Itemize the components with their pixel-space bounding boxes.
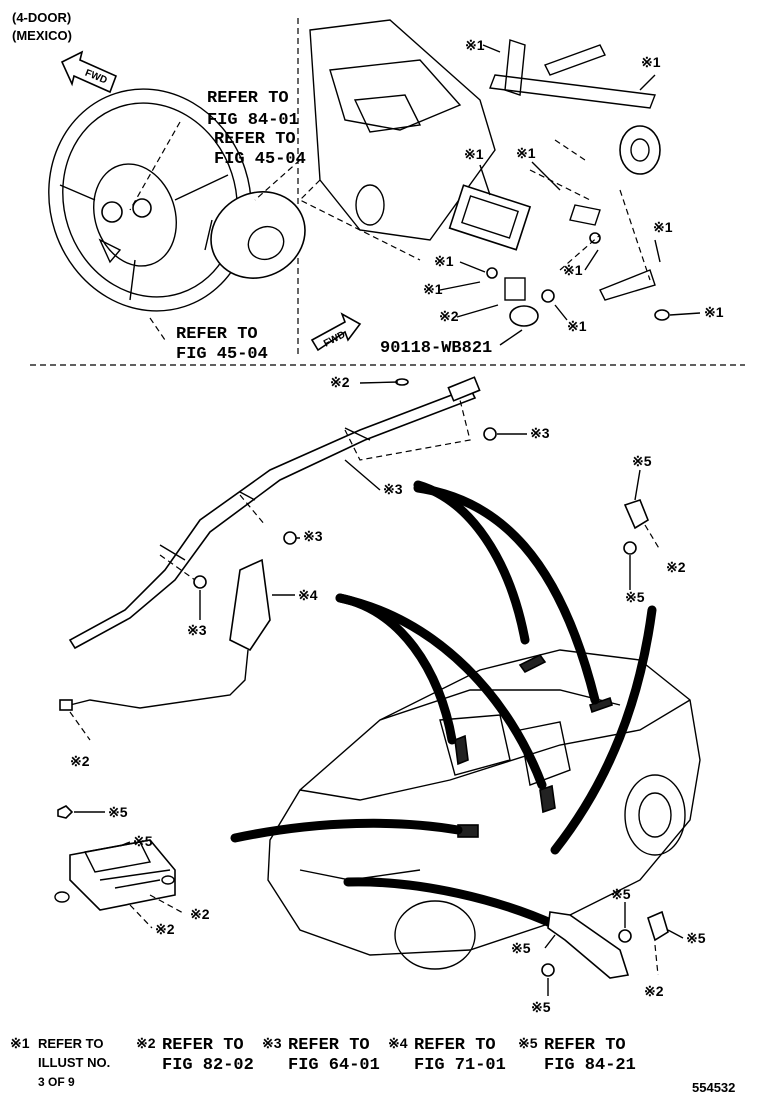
legend-mark-2: ※2 xyxy=(136,1035,156,1051)
legend-mark-1: ※1 xyxy=(10,1035,30,1051)
mark-2: ※2 xyxy=(439,308,459,324)
refer-label-45-04b-line2: FIG 45-04 xyxy=(176,345,268,364)
driver-airbag-module xyxy=(204,191,306,279)
legend-3-line1: REFER TO xyxy=(288,1036,370,1055)
nut-icon xyxy=(589,232,601,244)
mark-1: ※1 xyxy=(563,262,583,278)
legend-2-line2: FIG 82-02 xyxy=(162,1056,254,1075)
fwd-arrow-icon: FWD xyxy=(60,50,118,94)
mark-1: ※1 xyxy=(567,318,587,334)
floor-sensor-bracket xyxy=(541,911,630,979)
mark-1: ※1 xyxy=(704,304,724,320)
part-number-label: 90118-WB821 xyxy=(380,339,492,358)
legend-4-line1: REFER TO xyxy=(414,1036,496,1055)
front-seat-side-airbag xyxy=(59,558,271,711)
mark-1: ※1 xyxy=(653,219,673,235)
reinforcement-beam xyxy=(489,39,661,301)
mark-1: ※1 xyxy=(465,37,485,53)
bolt-icon xyxy=(193,575,207,589)
legend-5-line1: REFER TO xyxy=(544,1036,626,1055)
mark-2: ※2 xyxy=(70,753,90,769)
mark-3: ※3 xyxy=(187,622,207,638)
figure-id: 554532 xyxy=(692,1080,735,1095)
legend-1-line1: REFER TO xyxy=(38,1036,104,1051)
mark-5: ※5 xyxy=(511,940,531,956)
bolt-icon xyxy=(283,531,297,545)
mark-3: ※3 xyxy=(383,481,403,497)
mark-5: ※5 xyxy=(611,886,631,902)
refer-label-84-01-line2: FIG 84-01 xyxy=(207,111,299,130)
seat-airbag-segment xyxy=(539,784,556,814)
legend-1-line2: ILLUST NO. xyxy=(38,1055,110,1070)
rear-airbag-sensor xyxy=(618,910,669,943)
legend-1-line3: 3 OF 9 xyxy=(38,1075,75,1089)
mark-1: ※1 xyxy=(641,54,661,70)
mark-5: ※5 xyxy=(686,930,706,946)
airbag-sensor-assembly-center xyxy=(54,839,176,911)
mark-1: ※1 xyxy=(516,145,536,161)
mark-5: ※5 xyxy=(625,589,645,605)
fwd-arrow-icon: FWD xyxy=(310,312,362,352)
vehicle-outline xyxy=(267,649,701,970)
front-airbag-sensor xyxy=(504,277,539,327)
bolt-icon xyxy=(541,289,555,303)
mark-3: ※3 xyxy=(530,425,550,441)
nut-icon xyxy=(654,309,670,321)
passenger-airbag xyxy=(448,184,532,251)
mark-5: ※5 xyxy=(133,833,153,849)
mark-2: ※2 xyxy=(330,374,350,390)
mark-5: ※5 xyxy=(632,453,652,469)
mark-5: ※5 xyxy=(531,999,551,1015)
bolt-icon xyxy=(483,427,497,441)
mark-5: ※5 xyxy=(108,804,128,820)
curtain-shield-airbag xyxy=(68,376,481,650)
legend-4-line2: FIG 71-01 xyxy=(414,1056,506,1075)
legend-mark-3: ※3 xyxy=(262,1035,282,1051)
mark-1: ※1 xyxy=(423,281,443,297)
legend-mark-5: ※5 xyxy=(518,1035,538,1051)
side-airbag-sensor xyxy=(623,499,649,555)
mark-1: ※1 xyxy=(464,146,484,162)
nut-icon xyxy=(57,805,74,819)
header-region: (MEXICO) xyxy=(12,28,72,43)
mark-2: ※2 xyxy=(190,906,210,922)
refer-label-45-04a-line1: REFER TO xyxy=(214,130,296,149)
legend-3-line2: FIG 64-01 xyxy=(288,1056,380,1075)
legend: ※1 REFER TO ILLUST NO. 3 OF 9 ※2 REFER T… xyxy=(10,1035,636,1089)
mark-4: ※4 xyxy=(298,587,318,603)
mark-2: ※2 xyxy=(155,921,175,937)
steering-wheel xyxy=(48,88,252,312)
header-door-type: (4-DOOR) xyxy=(12,10,71,25)
mark-3: ※3 xyxy=(303,528,323,544)
legend-5-line2: FIG 84-21 xyxy=(544,1056,636,1075)
legend-mark-4: ※4 xyxy=(388,1035,408,1051)
seat-airbag-segment xyxy=(454,734,469,766)
bolt-icon xyxy=(486,267,498,279)
legend-2-line1: REFER TO xyxy=(162,1036,244,1055)
mark-2: ※2 xyxy=(666,559,686,575)
refer-label-45-04a-line2: FIG 45-04 xyxy=(214,150,306,169)
curtain-segment xyxy=(518,653,547,674)
mark-1: ※1 xyxy=(434,253,454,269)
curtain-segment xyxy=(589,696,613,714)
mark-2: ※2 xyxy=(644,983,664,999)
refer-label-45-04b-line1: REFER TO xyxy=(176,325,258,344)
refer-label-84-01-line1: REFER TO xyxy=(207,89,289,108)
